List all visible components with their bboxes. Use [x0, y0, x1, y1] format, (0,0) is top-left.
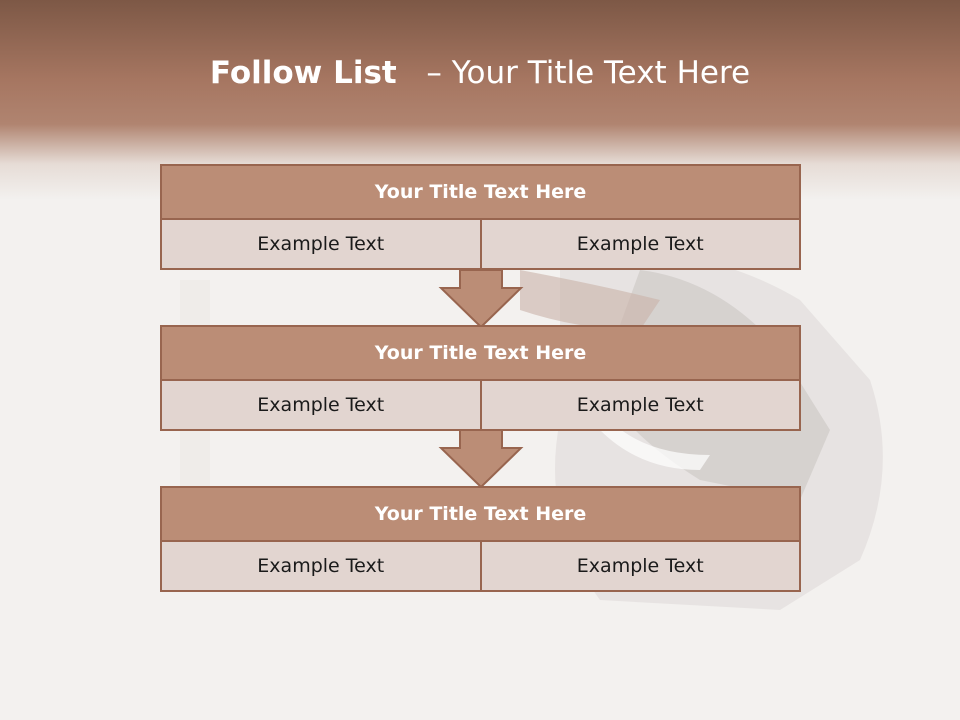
slide-title: Follow List – Your Title Text Here: [0, 55, 960, 91]
follow-block-2: Your Title Text Here Example Text Exampl…: [160, 325, 801, 431]
follow-block-1: Your Title Text Here Example Text Exampl…: [160, 164, 801, 270]
block-cell-left: Example Text: [162, 381, 480, 429]
block-row: Example Text Example Text: [160, 220, 801, 270]
follow-block-3: Your Title Text Here Example Text Exampl…: [160, 486, 801, 592]
block-row: Example Text Example Text: [160, 542, 801, 592]
slide-title-bold: Follow List: [209, 55, 397, 91]
block-cell-left: Example Text: [162, 542, 480, 590]
block-cell-right: Example Text: [479, 381, 799, 429]
down-arrow-icon: [438, 429, 524, 489]
block-row: Example Text Example Text: [160, 381, 801, 431]
block-title: Your Title Text Here: [160, 486, 801, 542]
slide-title-rest: – Your Title Text Here: [426, 55, 751, 91]
block-title: Your Title Text Here: [160, 325, 801, 381]
block-cell-left: Example Text: [162, 220, 480, 268]
block-cell-right: Example Text: [479, 220, 799, 268]
block-title: Your Title Text Here: [160, 164, 801, 220]
down-arrow-icon: [438, 269, 524, 329]
block-cell-right: Example Text: [479, 542, 799, 590]
